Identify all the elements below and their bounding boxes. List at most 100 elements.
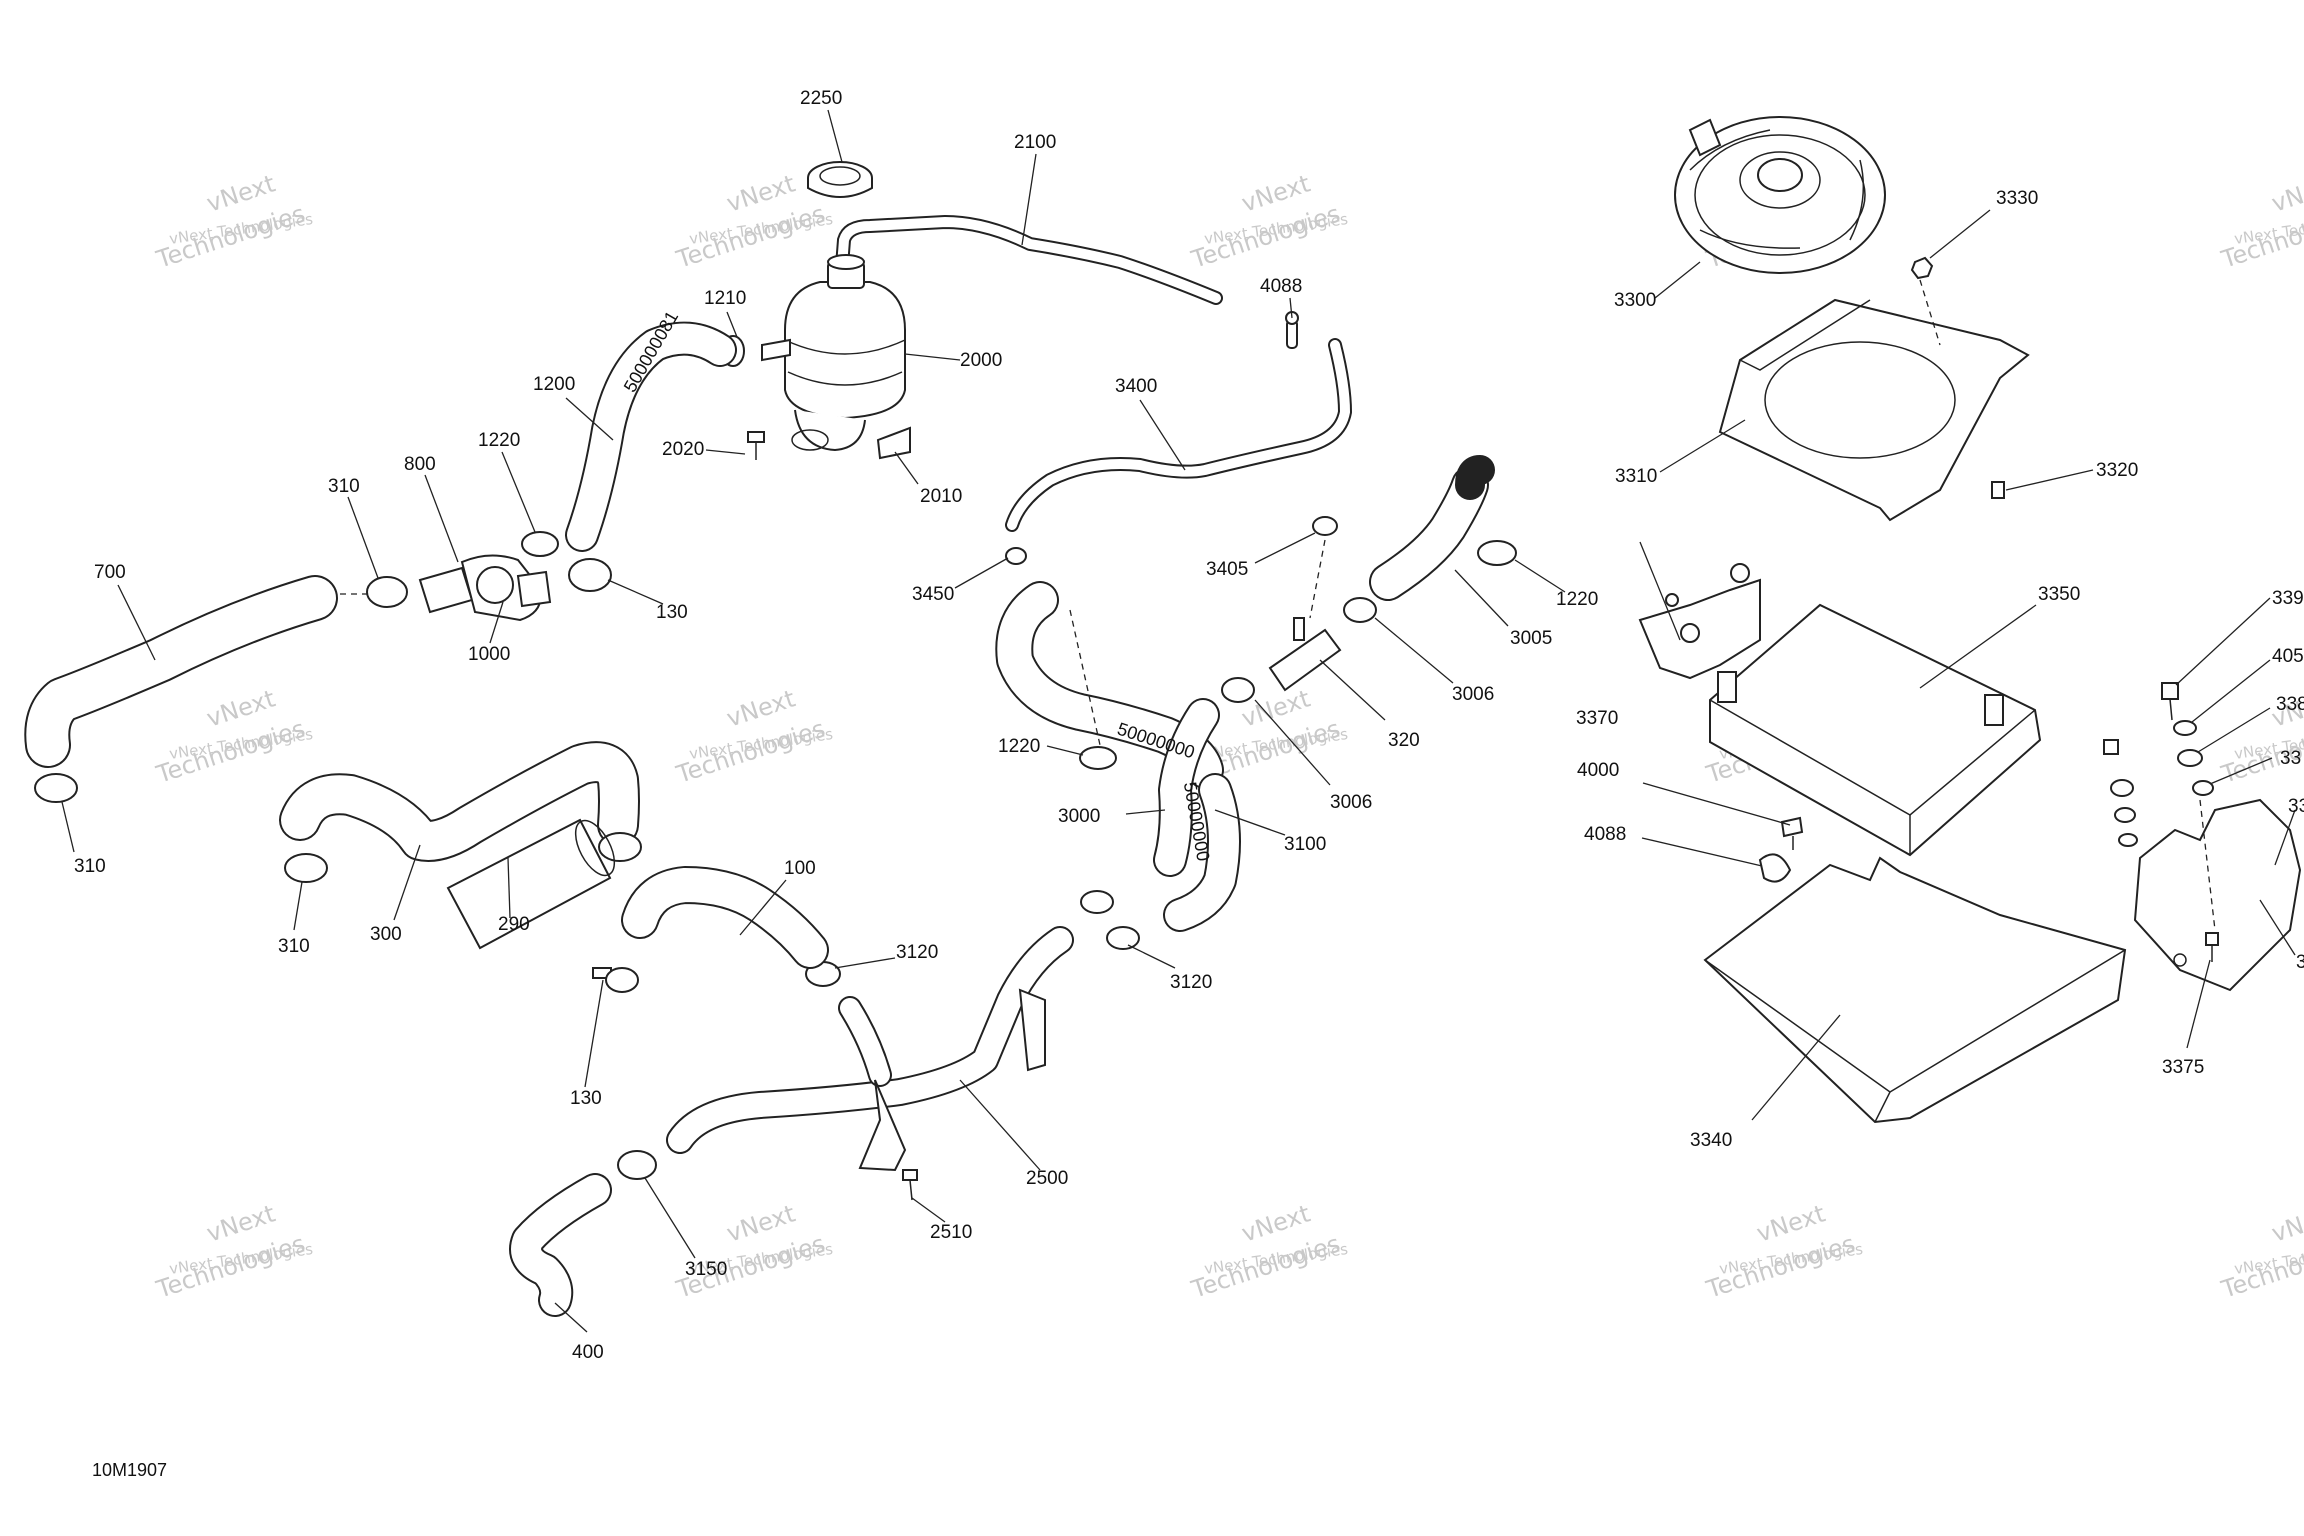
callout-3400: 3400: [1115, 376, 1157, 397]
callout-2510: 2510: [930, 1222, 972, 1243]
callout-3395: 3395: [2272, 588, 2304, 609]
part-310-clamp-c: [284, 853, 328, 883]
callout-2020: 2020: [662, 439, 704, 460]
part-3340-plate: [1703, 856, 2127, 1124]
part-2100-overflow-hose: [835, 215, 1223, 305]
part-3370-bracket: [1638, 563, 1761, 680]
part-3400-vent-line: [1005, 338, 1352, 532]
leader-lines: [61, 109, 2296, 1333]
callout-3405: 3405: [1206, 559, 1248, 580]
callout-2250: 2250: [800, 88, 842, 109]
part-320-fitting: [1268, 617, 1342, 692]
part-800-1000-thermostat-housing: [418, 554, 552, 622]
part-1220-clamp-a: [521, 531, 559, 557]
callout-800: 800: [404, 454, 436, 475]
part-3405-clamp: [1312, 516, 1338, 536]
callout-2000: 2000: [960, 350, 1002, 371]
callout-4088a: 4088: [1260, 276, 1302, 297]
callout-3120a: 3120: [896, 942, 938, 963]
callout-3006b: 3006: [1330, 792, 1372, 813]
callout-1220b: 1220: [1556, 589, 1598, 610]
callout-3375: 3375: [2162, 1057, 2204, 1078]
drawing-code: 10M1907: [92, 1460, 167, 1480]
part-3390-bushing: [2192, 780, 2214, 796]
callout-300: 300: [370, 924, 402, 945]
callout-3350: 3350: [2038, 584, 2080, 605]
callout-3370: 3370: [1576, 708, 1618, 729]
watermark-text: vNext: [2268, 1199, 2304, 1247]
callout-4000: 4000: [1577, 760, 1619, 781]
part-3360-bracket: [2133, 798, 2302, 992]
part-310-clamp-a: [366, 576, 408, 608]
callout-4050: 4050: [2272, 646, 2304, 667]
part-130-clamp-a: [568, 558, 612, 592]
part-2020-screw: [747, 431, 765, 460]
callout-310c: 310: [278, 936, 310, 957]
callout-2010: 2010: [920, 486, 962, 507]
callout-3330: 3330: [1996, 188, 2038, 209]
part-3350-radiator: [1709, 603, 2042, 857]
callout-3360: 33: [2288, 796, 2304, 817]
part-310-clamp-b: [34, 773, 78, 803]
part-2010-strip: [876, 426, 911, 460]
callout-3365: 3: [2296, 952, 2304, 973]
callout-3300: 3300: [1614, 290, 1656, 311]
part-300-hose: [279, 741, 640, 862]
part-3300-fan: [1674, 116, 1886, 274]
callout-3006a: 3006: [1452, 684, 1494, 705]
part-2500-pipe: [666, 926, 1074, 1172]
part-290-sleeve: [446, 818, 616, 950]
callout-310b: 310: [74, 856, 106, 877]
callout-320: 320: [1388, 730, 1420, 751]
callout-1210: 1210: [704, 288, 746, 309]
part-4050-washer: [2173, 720, 2197, 736]
callout-1220a: 1220: [478, 430, 520, 451]
callout-700: 700: [94, 562, 126, 583]
part-1220-clamp-c: [1079, 746, 1117, 770]
callout-2100: 2100: [1014, 132, 1056, 153]
part-3330-nut: [1910, 256, 1934, 280]
part-4088-clip-b: [1758, 853, 1792, 883]
part-1200-hose: [565, 321, 737, 552]
part-3310-shroud: [1718, 298, 2030, 522]
callout-1220c: 1220: [998, 736, 1040, 757]
callout-4088b: 4088: [1584, 824, 1626, 845]
callout-2500: 2500: [1026, 1168, 1068, 1189]
callout-290: 290: [498, 914, 530, 935]
callout-1200: 1200: [533, 374, 575, 395]
callout-layer: 2250 2100 1210 2000 1200 2020 2010 800 1220 310 70…: [74, 88, 2304, 1363]
callout-130b: 130: [570, 1088, 602, 1109]
part-3150-clamp: [617, 1150, 657, 1180]
part-100-hose: [621, 866, 829, 969]
callout-3005: 3005: [1510, 628, 1552, 649]
assembly-lines: [340, 279, 2216, 931]
callout-310a: 310: [328, 476, 360, 497]
part-3006-clamp-b: [1221, 677, 1255, 703]
callout-3450: 3450: [912, 584, 954, 605]
part-3395-fastener: [2161, 682, 2179, 721]
part-700-hose: [24, 575, 338, 768]
part-2510-screw: [902, 1169, 918, 1201]
callout-3100: 3100: [1284, 834, 1326, 855]
callout-100: 100: [784, 858, 816, 879]
part-3380-grommet: [2177, 749, 2203, 767]
part-130-clamp-b: [592, 967, 639, 993]
part-2250-cap: [807, 161, 873, 198]
part-3320-screw: [1991, 481, 2005, 499]
callout-3000: 3000: [1058, 806, 1100, 827]
callout-3380: 338: [2276, 694, 2304, 715]
part-3120-clamp-b: [1106, 926, 1140, 950]
part-1220-clamp-b: [1477, 540, 1517, 566]
part-3375-bolt: [2205, 932, 2219, 962]
callout-3150: 3150: [685, 1259, 727, 1280]
callout-130a: 130: [656, 602, 688, 623]
callout-3120b: 3120: [1170, 972, 1212, 993]
